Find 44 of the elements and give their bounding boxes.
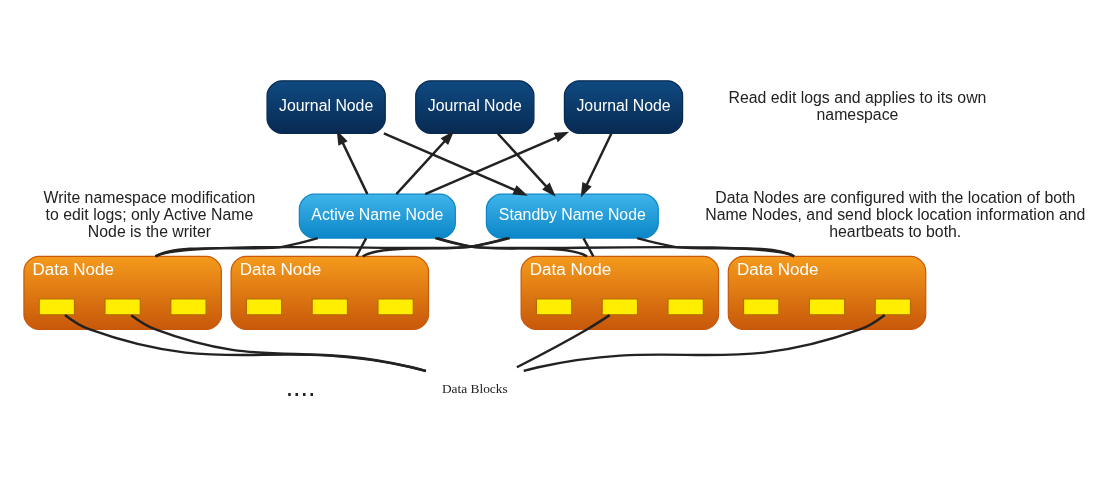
node-box bbox=[535, 298, 573, 316]
connector bbox=[155, 236, 319, 258]
cluster: Data Node bbox=[520, 255, 720, 331]
node-box bbox=[808, 298, 846, 316]
connector bbox=[523, 313, 886, 373]
node-box bbox=[377, 298, 414, 316]
connector bbox=[362, 236, 508, 258]
node-box bbox=[245, 298, 283, 316]
node-box bbox=[874, 298, 912, 316]
connector bbox=[516, 314, 611, 369]
node-box: Journal Node bbox=[563, 80, 684, 134]
cluster: Data Node bbox=[727, 255, 927, 331]
connector bbox=[636, 237, 795, 258]
label: Write namespace modification to edit logs; only Active Name Node is the writer bbox=[43, 189, 256, 241]
connector bbox=[437, 237, 588, 258]
node-box: Standby Name Node bbox=[485, 193, 659, 239]
node-box bbox=[104, 298, 141, 316]
node-box bbox=[601, 298, 639, 316]
node-text: Data Blocks bbox=[441, 380, 508, 396]
connector bbox=[155, 236, 511, 258]
connector bbox=[130, 314, 427, 373]
node-box: Journal Node bbox=[415, 80, 535, 134]
label: Read edit logs and applies to its own namespace bbox=[728, 88, 987, 123]
node-box bbox=[742, 298, 780, 316]
arrow bbox=[497, 132, 556, 197]
label: Data Nodes are configured with the location of both Name Nodes, and send block location information and heartbeats to both. bbox=[705, 189, 1086, 241]
connector bbox=[582, 237, 595, 257]
cluster: Data Node bbox=[23, 255, 222, 331]
arrow bbox=[383, 132, 528, 196]
arrow bbox=[336, 130, 369, 195]
connector bbox=[64, 313, 427, 373]
node-box: Active Name Node bbox=[298, 193, 456, 239]
node-box bbox=[38, 298, 76, 316]
cluster: Data Node bbox=[230, 255, 430, 331]
label: .... bbox=[285, 372, 316, 403]
node-box: Journal Node bbox=[266, 80, 386, 134]
connector bbox=[355, 237, 368, 257]
connector bbox=[434, 236, 795, 258]
node-box bbox=[667, 298, 704, 316]
arrow bbox=[395, 130, 455, 195]
node-box bbox=[311, 298, 349, 316]
arrow bbox=[580, 133, 613, 198]
node-box bbox=[170, 298, 207, 316]
arrow bbox=[424, 131, 570, 196]
